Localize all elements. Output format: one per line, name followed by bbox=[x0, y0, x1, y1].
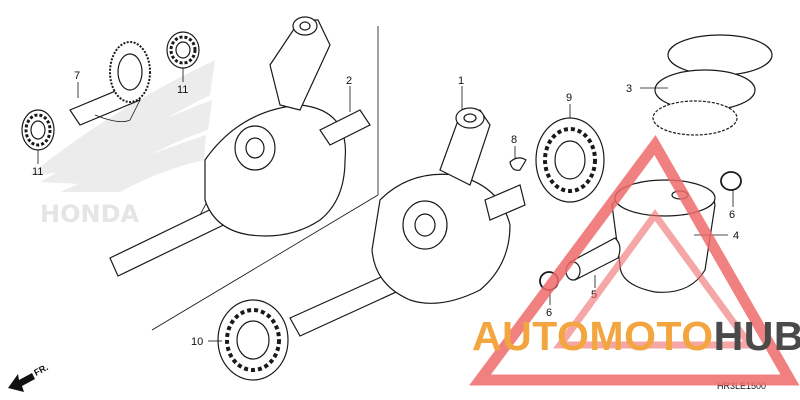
callout-7: 7 bbox=[74, 70, 80, 82]
callout-10: 10 bbox=[191, 336, 203, 348]
part-11-bearing-left bbox=[21, 109, 55, 151]
diagram-code: HR3LE1500 bbox=[717, 381, 766, 391]
front-arrow-icon bbox=[8, 373, 35, 392]
watermark-text-hub: HUB bbox=[714, 313, 800, 359]
callout-3: 3 bbox=[626, 83, 632, 95]
part-6-clip-right bbox=[720, 171, 742, 191]
front-direction-label: FR. bbox=[32, 362, 49, 378]
part-3-piston-ring-set bbox=[652, 34, 773, 136]
part-1-crankshaft bbox=[289, 107, 526, 337]
watermark-text-automoto: AUTOMOTO bbox=[472, 313, 714, 359]
subassembly-divider bbox=[151, 26, 379, 331]
watermark-text: AUTOMOTOHUB bbox=[472, 313, 800, 359]
callout-9: 9 bbox=[566, 92, 572, 104]
part-2-crankshaft-assembly bbox=[109, 16, 371, 277]
part-9-bearing bbox=[535, 117, 605, 203]
callout-6-right: 6 bbox=[729, 209, 735, 221]
watermark-triangle-icon bbox=[469, 134, 800, 386]
honda-logo-text: HONDA bbox=[40, 200, 139, 228]
front-direction-indicator: FR. bbox=[8, 362, 50, 392]
part-10-bearing bbox=[217, 299, 289, 381]
callout-8: 8 bbox=[511, 134, 517, 146]
part-8-key bbox=[509, 157, 527, 171]
callout-11-top: 11 bbox=[177, 84, 188, 96]
part-7-balancer-gear bbox=[69, 41, 151, 126]
honda-wing-logo: HONDA bbox=[30, 60, 215, 228]
callout-1: 1 bbox=[458, 75, 464, 87]
automotohub-watermark: AUTOMOTOHUB bbox=[469, 134, 800, 386]
callout-6-left: 6 bbox=[546, 307, 552, 319]
callout-11-left: 11 bbox=[32, 166, 43, 178]
callout-4: 4 bbox=[733, 230, 739, 242]
part-11-bearing-top bbox=[166, 31, 200, 69]
callout-2: 2 bbox=[346, 75, 352, 87]
